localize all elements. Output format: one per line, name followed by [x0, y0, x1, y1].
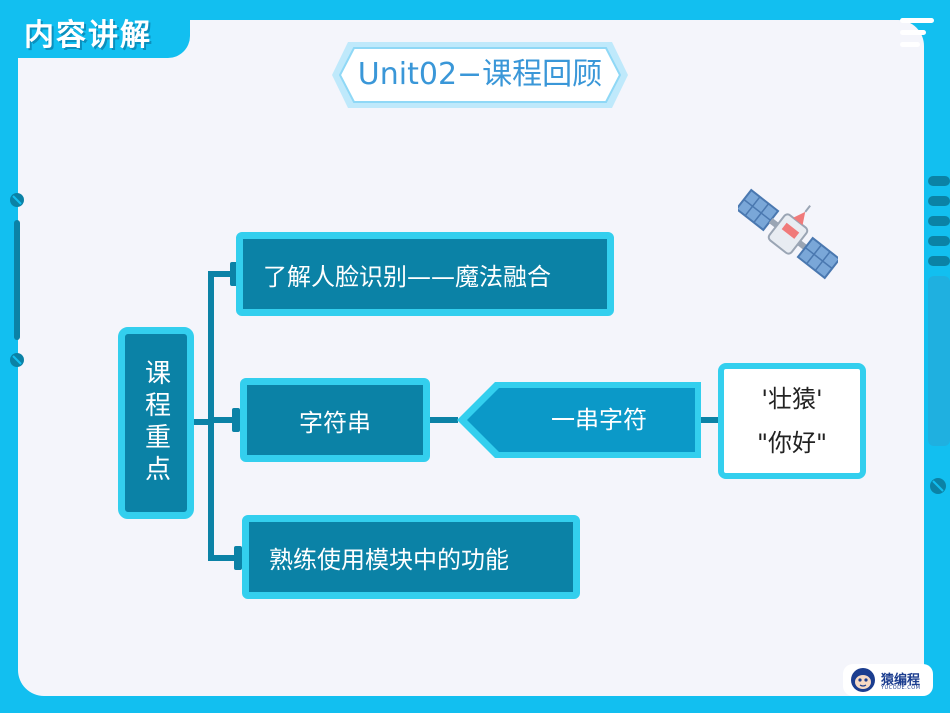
- root-node: 课程重点: [118, 327, 194, 519]
- brand-logo-name: 猿编程: [881, 673, 921, 688]
- page-title: Unit02−课程回顾: [357, 57, 603, 92]
- definition-node-label: 一串字符: [551, 406, 647, 434]
- branch-node-label: 熟练使用模块中的功能: [269, 545, 509, 574]
- brand-logo-domain: YUCODE.COM: [881, 685, 921, 691]
- left-rail-decoration: [10, 193, 24, 367]
- definition-node-shape: [457, 382, 701, 458]
- connector-branch-1: [208, 271, 238, 277]
- monkey-logo-icon: [851, 668, 875, 692]
- connector-string-to-definition: [430, 417, 458, 423]
- title-plate: Unit02−课程回顾: [330, 40, 630, 110]
- example-string-2: "你好": [756, 429, 828, 457]
- connector-branch-2: [208, 417, 242, 423]
- branch-node-string: 字符串: [240, 378, 430, 462]
- section-tab: 内容讲解: [0, 0, 190, 58]
- root-node-label: 课程重点: [140, 359, 171, 487]
- satellite-icon: [738, 188, 838, 280]
- branch-node-modules: 熟练使用模块中的功能: [242, 515, 580, 599]
- brand-logo: 猿编程 YUCODE.COM: [843, 664, 933, 696]
- examples-box: '壮猿' "你好": [718, 363, 866, 479]
- branch-node-face-recognition: 了解人脸识别——魔法融合: [236, 232, 614, 316]
- section-tab-title: 内容讲解: [24, 18, 152, 53]
- title-plate-shape: [332, 42, 628, 108]
- right-rail-decoration: [928, 176, 950, 494]
- connector-vertical-trunk: [208, 271, 214, 561]
- notch-branch-1: [230, 262, 238, 286]
- connector-root-trunk: [194, 419, 212, 425]
- connector-branch-3: [208, 555, 244, 561]
- menu-icon[interactable]: [900, 18, 934, 48]
- notch-branch-2: [232, 408, 240, 432]
- definition-node: 一串字符: [455, 380, 703, 460]
- connector-definition-to-examples: [700, 417, 720, 423]
- branch-node-label: 了解人脸识别——魔法融合: [263, 262, 551, 291]
- notch-branch-3: [234, 546, 242, 570]
- branch-node-label: 字符串: [299, 408, 371, 437]
- example-string-1: '壮猿': [761, 385, 823, 413]
